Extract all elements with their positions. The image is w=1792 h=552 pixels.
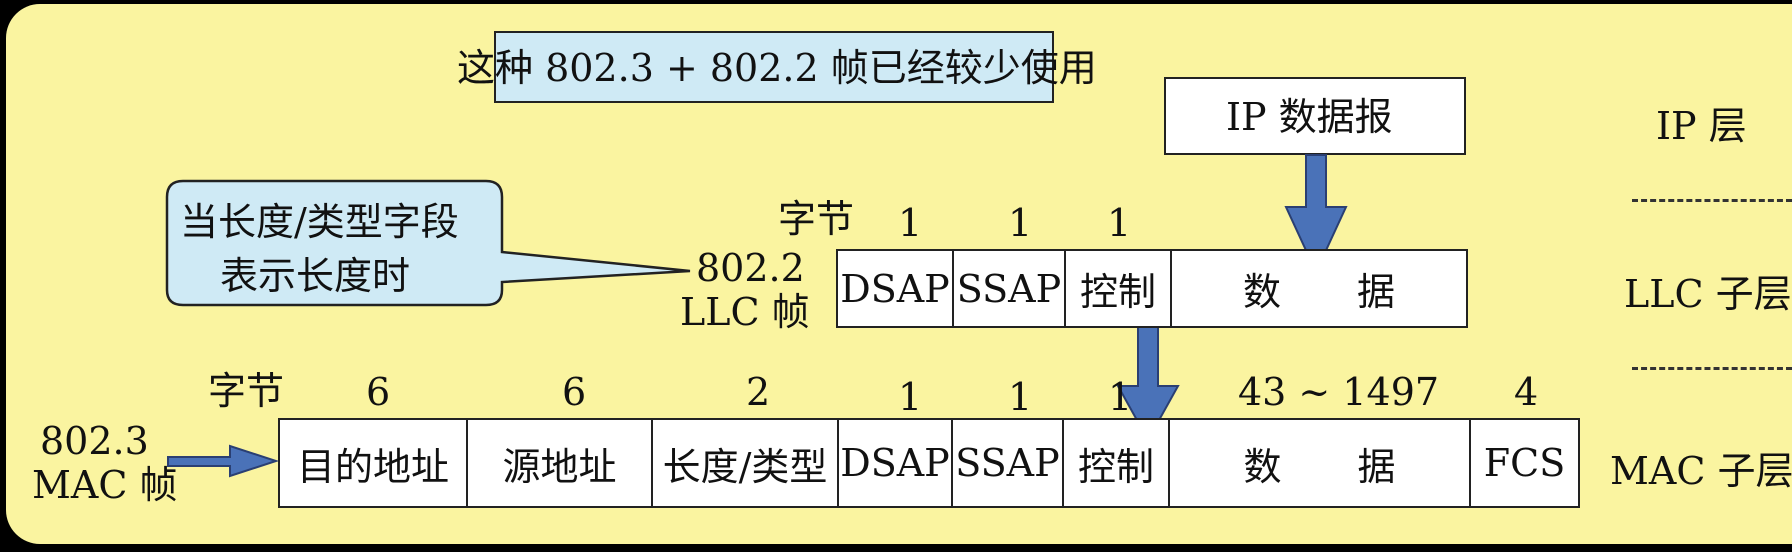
llc-byte-count: 1: [898, 201, 923, 245]
mac-byte-count: 4: [1514, 370, 1539, 414]
mac-frame: 目的地址 源地址 长度/类型 DSAP SSAP 控制 数 据 FCS: [278, 418, 1580, 508]
usage-note-text: 这种 802.3 + 802.2 帧已经较少使用: [457, 46, 1097, 90]
llc-byte-count: 1: [1107, 201, 1132, 245]
ip-datagram-label: IP 数据报: [1226, 95, 1393, 139]
mac-bytes-label: 字节: [208, 369, 285, 413]
llc-frame: DSAP SSAP 控制 数 据: [836, 249, 1468, 328]
callout-line1: 当长度/类型字段: [180, 200, 459, 244]
callout-bubble: [165, 179, 691, 307]
mac-field-data: 数 据: [1170, 420, 1471, 506]
callout-line2: 表示长度时: [220, 254, 411, 298]
llc-field-ssap: SSAP: [954, 251, 1066, 326]
llc-byte-count: 1: [1008, 201, 1033, 245]
mac-byte-count: 1: [1008, 375, 1033, 419]
llc-bytes-label: 字节: [778, 197, 855, 241]
llc-frame-label-line2: LLC 帧: [680, 290, 810, 334]
arrow-to-mac-frame: [167, 444, 280, 478]
mac-byte-count: 6: [562, 370, 587, 414]
llc-field-data: 数 据: [1242, 270, 1395, 314]
layer-divider-lower: [1632, 367, 1792, 370]
mac-byte-count: 6: [366, 370, 391, 414]
llc-frame-label-line1: 802.2: [696, 246, 805, 290]
mac-byte-count: 2: [746, 370, 771, 414]
mac-field-source: 源地址: [468, 420, 653, 506]
mac-frame-label-line1: 802.3: [40, 419, 149, 463]
arrow-llc-to-mac: [1116, 325, 1180, 443]
mac-byte-count: 43 ~ 1497: [1238, 370, 1440, 414]
mac-field-length-type: 长度/类型: [653, 420, 839, 506]
usage-note-box: [494, 31, 1054, 103]
llc-field-control: 控制: [1066, 251, 1172, 326]
mac-byte-count: 1: [898, 375, 923, 419]
layer-divider-upper: [1632, 199, 1792, 202]
mac-field-destination: 目的地址: [280, 420, 468, 506]
arrow-ip-to-llc: [1284, 154, 1348, 275]
llc-field-dsap: DSAP: [838, 251, 954, 326]
layer-llc-label: LLC 子层: [1624, 272, 1792, 316]
layer-mac-label: MAC 子层: [1610, 449, 1792, 493]
mac-field-fcs: FCS: [1483, 441, 1566, 485]
ip-datagram-box: [1164, 77, 1466, 155]
mac-field-dsap: DSAP: [839, 420, 953, 506]
mac-byte-count: 1: [1108, 375, 1133, 419]
mac-frame-label-line2: MAC 帧: [32, 463, 178, 507]
mac-field-ssap: SSAP: [953, 420, 1064, 506]
layer-ip-label: IP 层: [1656, 104, 1747, 148]
mac-field-control: 控制: [1064, 420, 1170, 506]
